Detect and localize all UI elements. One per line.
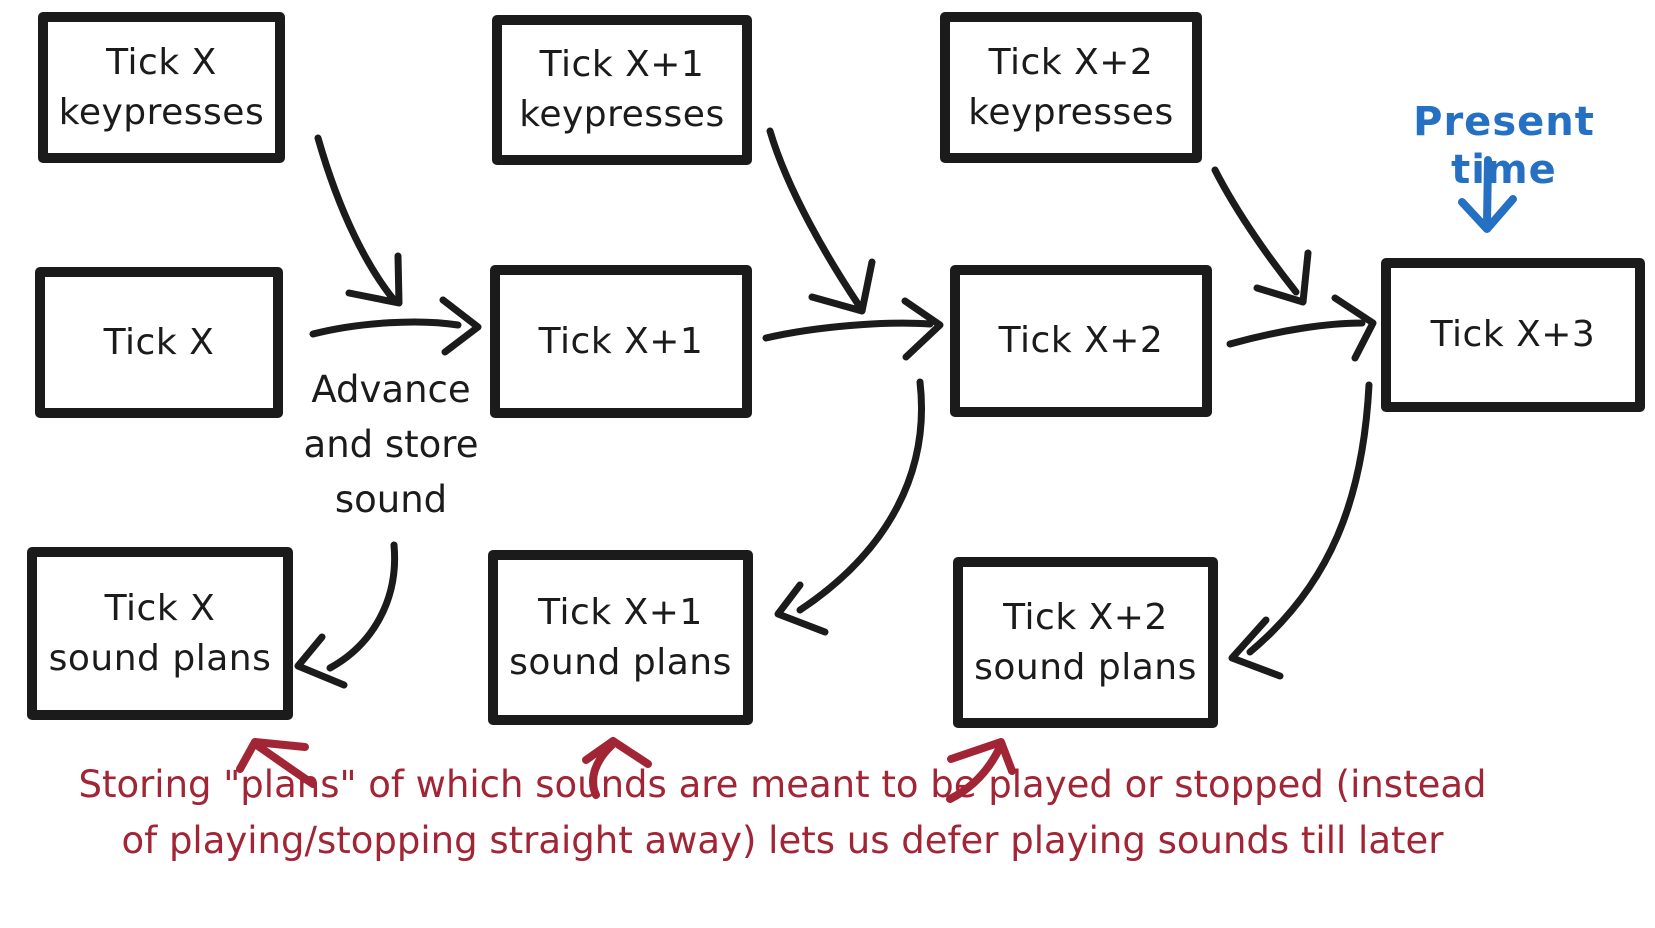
box-label-line: Tick X+2: [998, 320, 1164, 361]
arrow-tick-x-keypresses-input: [314, 134, 403, 307]
box-tick-x1-keypresses: Tick X+1 keypresses: [492, 15, 752, 165]
box-label-line: Tick X: [104, 587, 216, 629]
box-tick-x3: Tick X+3: [1381, 258, 1645, 412]
box-label-line: Tick X+3: [1430, 314, 1596, 355]
box-label-line: keypresses: [58, 91, 265, 133]
advance-label-line: Advance: [311, 368, 471, 411]
arrow-advance-to-sound-plans-x: [294, 541, 399, 689]
caption-arrow-sound-plans-x: [236, 738, 317, 788]
box-tick-x2-keypresses: Tick X+2 keypresses: [940, 12, 1202, 163]
box-tick-x-sound-plans: Tick X sound plans: [27, 547, 293, 720]
arrow-tick-x1-keypresses-input: [766, 127, 876, 315]
box-tick-x1-sound-plans: Tick X+1 sound plans: [488, 550, 753, 725]
box-label-line: Tick X+1: [538, 320, 704, 362]
box-label-line: keypresses: [968, 91, 1174, 133]
box-tick-x: Tick X: [35, 267, 283, 418]
box-tick-x-keypresses: Tick X keypresses: [38, 12, 285, 163]
present-time-arrow: [1458, 156, 1517, 233]
arrow-advance-to-sound-plans-x1: [774, 378, 925, 636]
box-label-line: keypresses: [519, 94, 725, 135]
arrow-advance-x2-to-x3: [1226, 294, 1377, 362]
box-label-line: sound plans: [48, 637, 272, 679]
box-label-line: sound plans: [509, 641, 732, 683]
caption-arrow-sound-plans-x2: [946, 738, 1016, 803]
advance-and-store-sound-label: Advance and store sound: [266, 362, 516, 527]
arrow-advance-x-to-x1: [309, 296, 482, 356]
box-label-line: Tick X+1: [538, 591, 703, 633]
box-label-line: Tick X+1: [539, 44, 705, 85]
box-label-line: Tick X+2: [1003, 596, 1168, 638]
box-tick-x2: Tick X+2: [950, 265, 1212, 417]
arrow-advance-to-sound-plans-x2: [1228, 381, 1373, 680]
caption-text: Storing "plans" of which sounds are mean…: [10, 757, 1555, 869]
advance-label-line: sound: [334, 478, 448, 521]
arrow-advance-x1-to-x2: [762, 297, 944, 361]
arrow-tick-x2-keypresses-input: [1211, 166, 1312, 306]
caption-arrow-sound-plans-x1: [582, 737, 652, 799]
box-label-line: Tick X+2: [988, 41, 1154, 83]
box-tick-x1: Tick X+1: [490, 265, 752, 418]
present-time-label: Present time: [1413, 99, 1595, 193]
caption-line: of playing/stopping straight away) lets …: [121, 819, 1444, 862]
box-tick-x2-sound-plans: Tick X+2 sound plans: [953, 557, 1218, 728]
box-label-line: Tick X: [106, 41, 217, 83]
caption-line: Storing "plans" of which sounds are mean…: [78, 763, 1487, 806]
advance-label-line: and store: [303, 423, 479, 466]
box-label-line: Tick X: [103, 321, 215, 363]
box-label-line: sound plans: [974, 646, 1197, 688]
